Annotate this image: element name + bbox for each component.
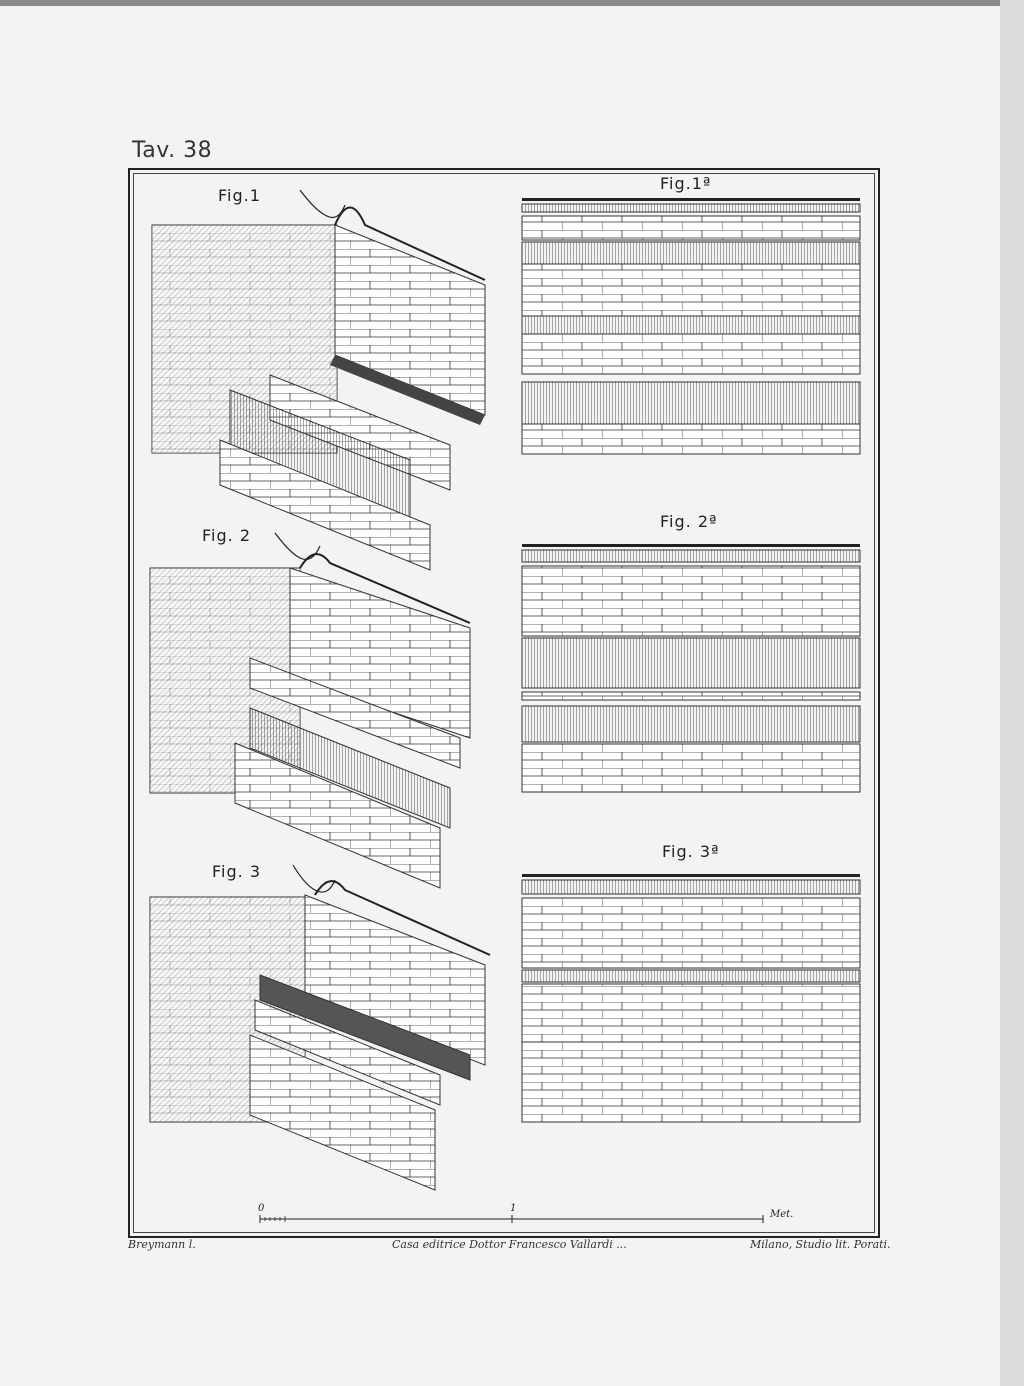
fig3-isometric-cornice: [149, 864, 491, 1191]
fig1a-elevation: [521, 198, 861, 455]
fig1-isometric-cornice: [151, 189, 486, 571]
fig1-label: Fig.1: [218, 186, 261, 205]
credit-lithographer: Milano, Studio lit. Porati.: [750, 1238, 891, 1251]
fig2a-elevation: [521, 544, 861, 793]
fig2-label: Fig. 2: [202, 526, 251, 545]
fig3a-elevation: [521, 874, 861, 1123]
fig2-isometric-cornice: [149, 532, 471, 889]
credit-draughtsman: Breymann l.: [128, 1238, 196, 1251]
fig2a-label: Fig. 2ª: [660, 512, 718, 531]
plate-number: Tav. 38: [132, 138, 213, 163]
fig3a-label: Fig. 3ª: [662, 842, 720, 861]
fig3-label: Fig. 3: [212, 862, 261, 881]
scale-one-label: 1: [510, 1203, 517, 1214]
fig1a-label: Fig.1ª: [660, 174, 712, 193]
scale-zero-label: 0: [258, 1203, 265, 1214]
scale-bar: [259, 1215, 764, 1223]
credit-publisher: Casa editrice Dottor Francesco Vallardi …: [392, 1238, 627, 1251]
plate-frame: [128, 168, 880, 1238]
scale-unit-label: Met.: [770, 1209, 794, 1220]
